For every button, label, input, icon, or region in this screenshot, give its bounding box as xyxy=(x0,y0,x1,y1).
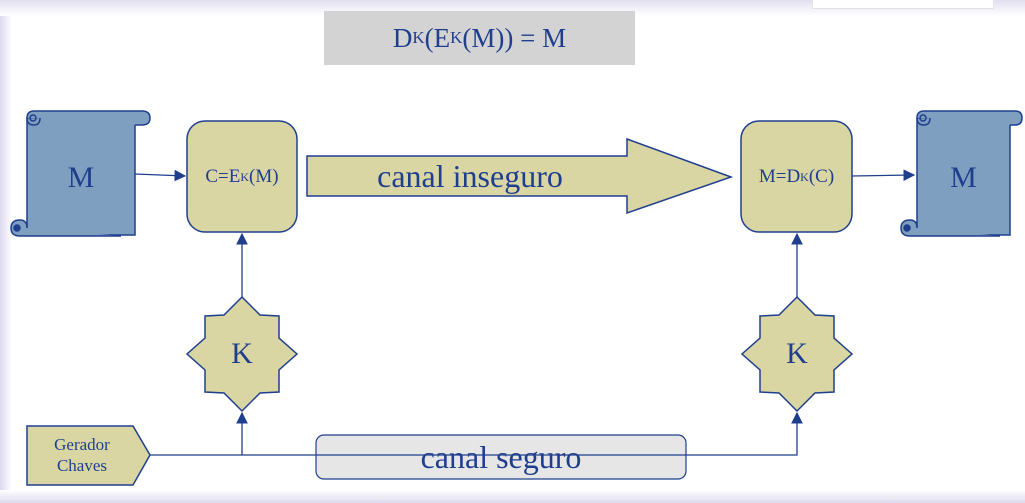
background-top-gradient xyxy=(0,0,1025,16)
decrypt-box-shape xyxy=(740,120,853,233)
arrow-decrypt-to-doc xyxy=(851,169,916,182)
left-document-label: M xyxy=(67,160,95,194)
formula-end: (M)) = M xyxy=(462,22,567,53)
key-generator-line1: Gerador xyxy=(54,435,110,455)
connectors xyxy=(134,169,916,456)
left-document-scroll xyxy=(10,110,151,237)
left-key-label: K xyxy=(231,337,253,370)
secure-channel-box xyxy=(315,434,687,480)
insecure-channel-label: canal inseguro xyxy=(377,158,563,194)
right-document-label: M xyxy=(950,160,977,194)
left-key-star xyxy=(185,295,299,413)
secure-channel-label: canal seguro xyxy=(420,439,582,475)
right-key-label: K xyxy=(786,337,808,370)
decrypt-suffix: (C) xyxy=(808,166,835,187)
formula-mid: (E xyxy=(424,22,451,53)
formula-d: D xyxy=(392,22,413,53)
insecure-channel-arrow xyxy=(306,137,734,215)
corner-placeholder-box xyxy=(812,0,994,9)
key-generator-shape xyxy=(26,425,151,486)
encrypt-box-shape xyxy=(186,120,298,233)
line-generator-to-channel xyxy=(150,411,803,456)
decrypt-prefix: M=D xyxy=(758,166,801,187)
encrypt-prefix: C=E xyxy=(205,166,241,187)
background-left-gradient xyxy=(0,0,12,503)
key-generator-label: Gerador Chaves xyxy=(27,426,137,485)
arrow-doc-to-encrypt xyxy=(134,169,187,182)
right-document-scroll xyxy=(900,110,1023,237)
background-bottom-gradient xyxy=(0,490,1025,503)
key-generator-line2: Chaves xyxy=(56,455,108,475)
right-key-star xyxy=(740,295,854,413)
encrypt-suffix: (M) xyxy=(249,166,279,187)
